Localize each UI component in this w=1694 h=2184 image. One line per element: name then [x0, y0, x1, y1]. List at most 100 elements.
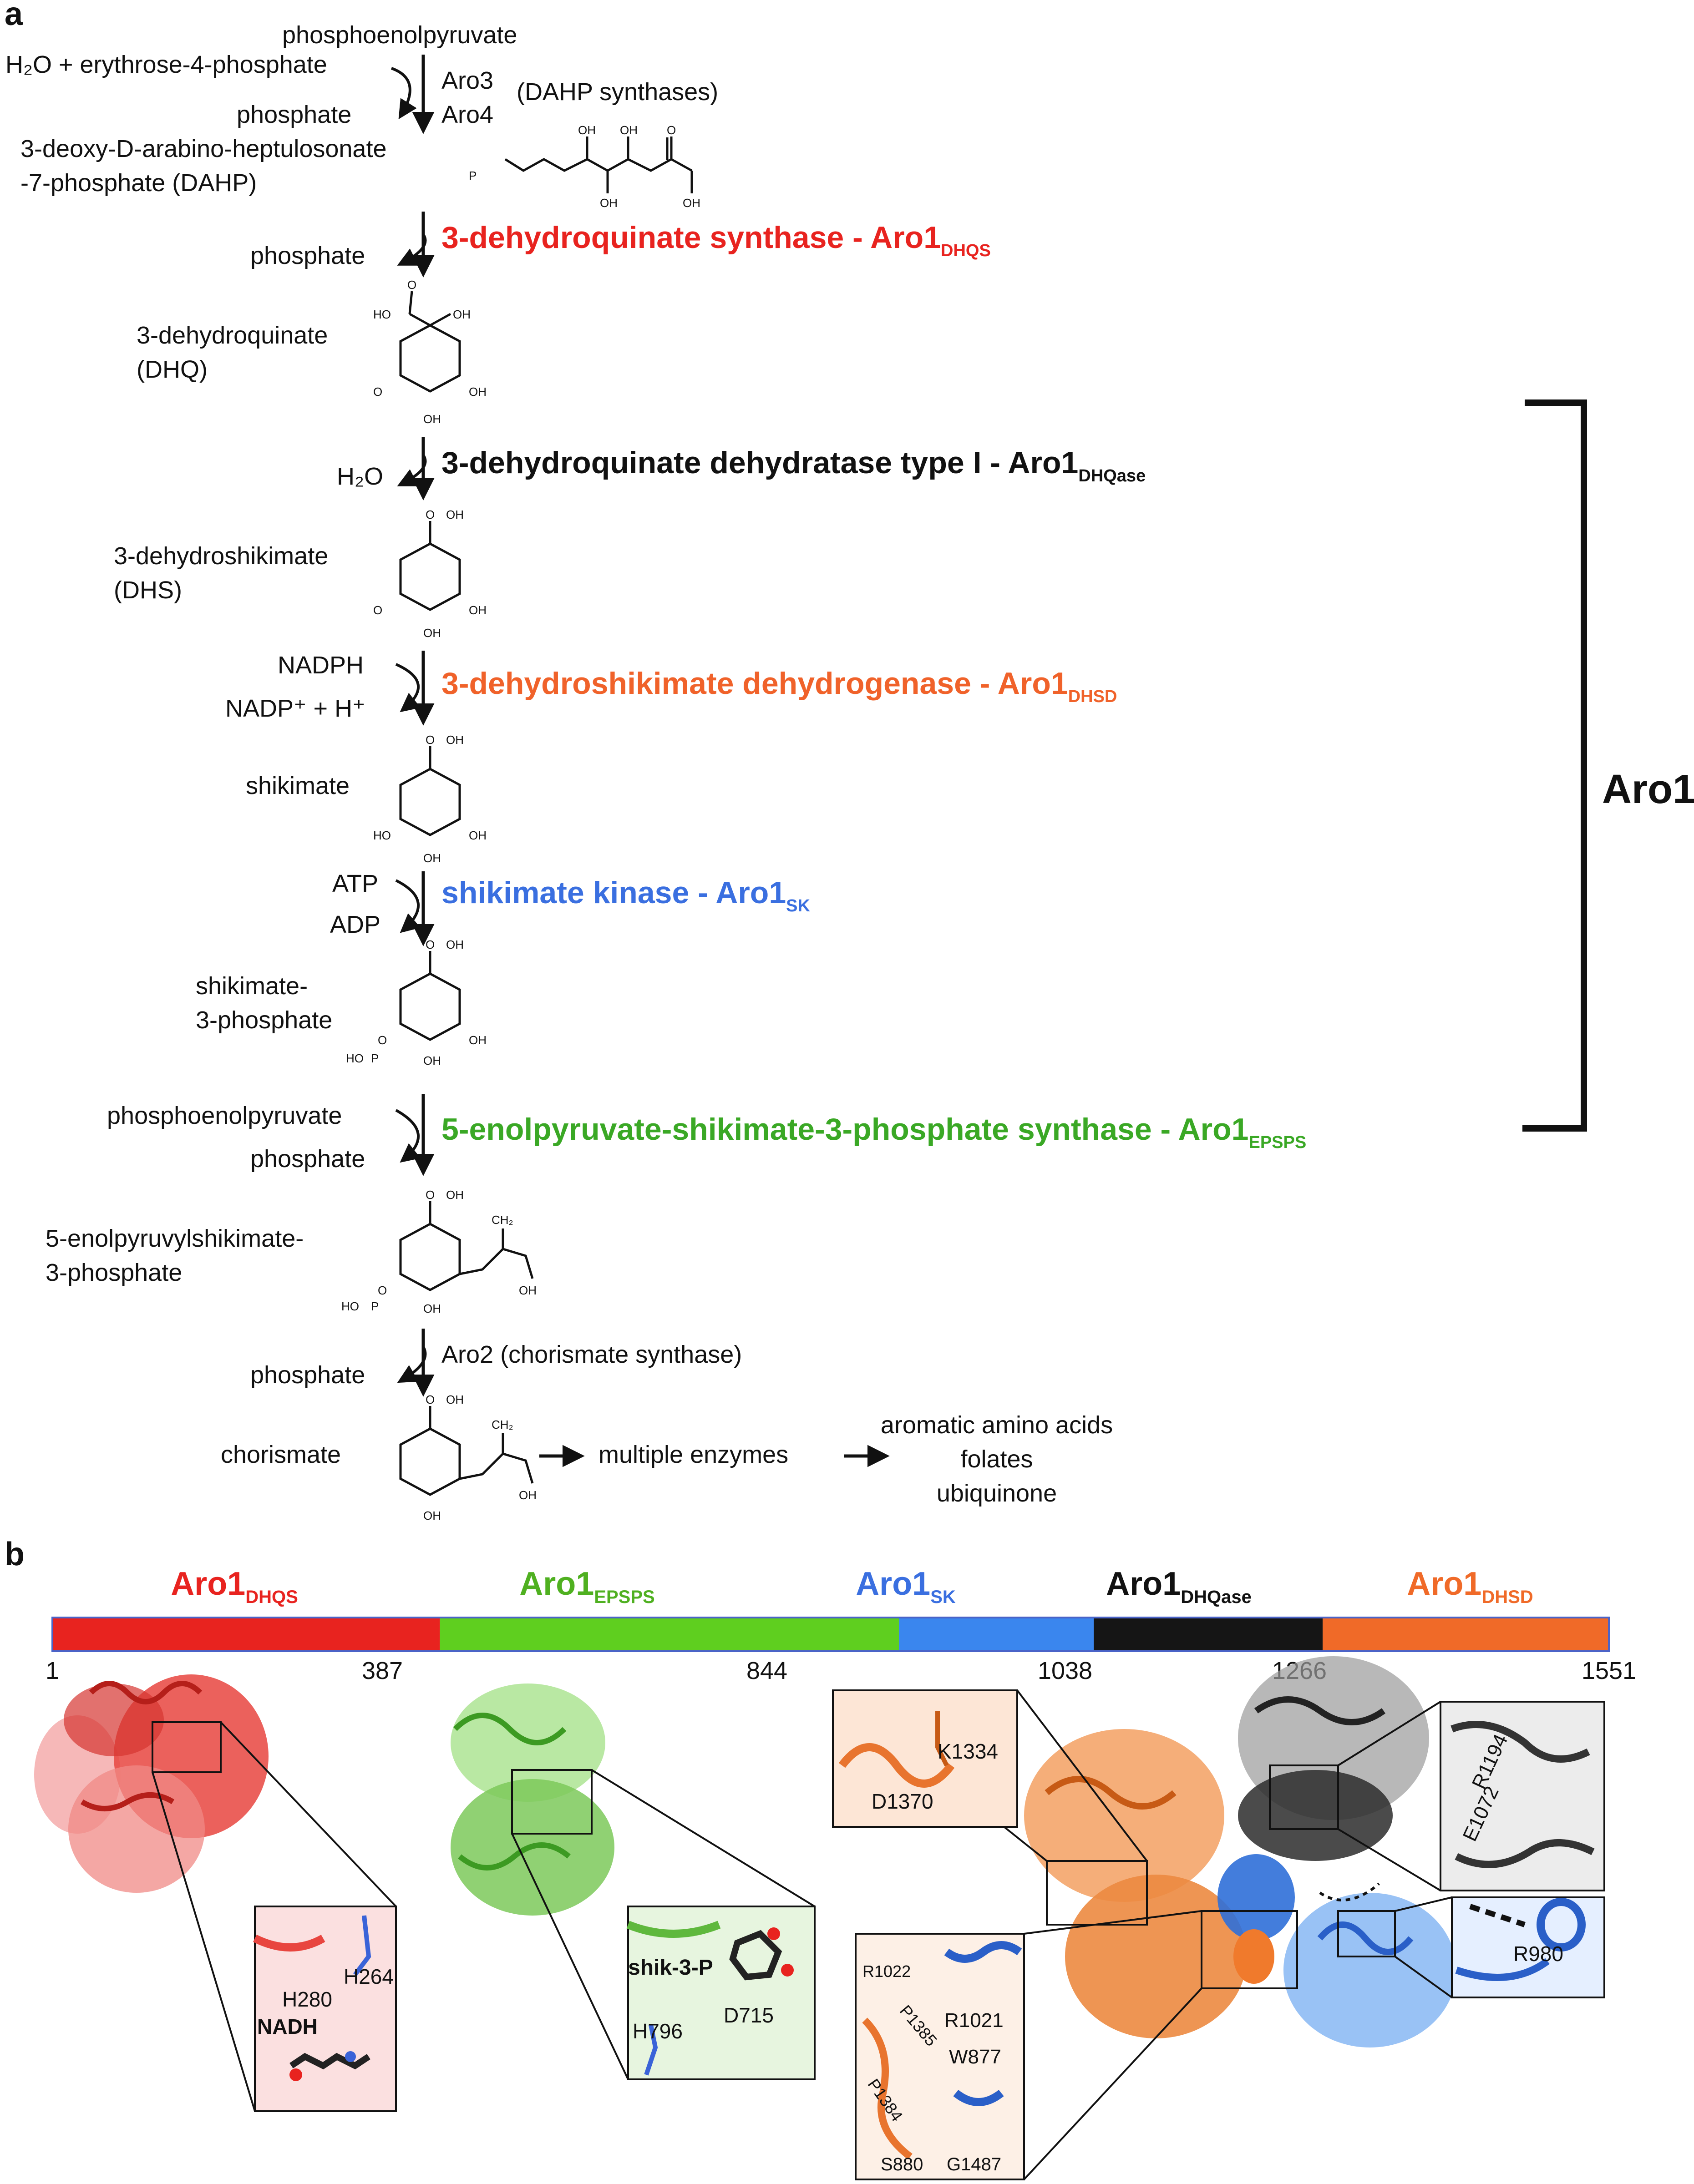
svg-text:HO: HO: [373, 829, 391, 842]
step-dhsd: NADPH NADP⁺ + H⁺ 3-dehydroshikimate dehy…: [225, 651, 1117, 726]
aro4-label: Aro4: [441, 101, 493, 128]
interface-residue-g1487: G1487: [947, 2154, 1001, 2174]
tick-844: 844: [746, 1657, 787, 1684]
svg-text:HO: HO: [346, 1052, 364, 1065]
svg-text:OH: OH: [446, 508, 464, 521]
dahp-curve-arrow: [391, 67, 417, 120]
svg-text:P: P: [371, 1052, 379, 1065]
tick-1: 1: [46, 1657, 59, 1684]
shikimate-compound: shikimate O OH HO OH OH: [246, 733, 487, 865]
domain-segment-dhqase: [1094, 1618, 1323, 1651]
svg-text:O: O: [426, 1393, 435, 1406]
product-aromatic-amino-acids: aromatic amino acids: [881, 1411, 1113, 1439]
pep-label: phosphoenolpyruvate: [282, 21, 517, 49]
sk-inset: R980: [1451, 1896, 1605, 1998]
dhq-ring: [399, 324, 461, 393]
epsps-inset: shik-3-P H796 D715: [626, 1906, 816, 2080]
sk-top-label: ATP: [332, 870, 378, 897]
svg-text:OH: OH: [423, 851, 441, 865]
aro1-bracket: Aro1: [1522, 399, 1694, 1132]
multiple-enzymes-label: multiple enzymes: [598, 1441, 788, 1468]
svg-text:OH: OH: [600, 196, 618, 210]
epsps-residue-d715: D715: [724, 2003, 774, 2027]
dhsd-inset: K1334 D1370: [832, 1689, 1018, 1828]
epsps-curve-arrow: [395, 1109, 421, 1163]
epsps-enzyme-label: 5-enolpyruvate-shikimate-3-phosphate syn…: [441, 1112, 1306, 1152]
dhsd-top-label: NADPH: [278, 652, 364, 679]
svg-text:OH: OH: [469, 385, 487, 399]
svg-text:O: O: [426, 1188, 435, 1202]
epsps-focus-box: [511, 1769, 593, 1835]
tick-387: 387: [362, 1657, 403, 1684]
svg-text:O: O: [426, 938, 435, 951]
dhqs-enzyme-label: 3-dehydroquinate synthase - Aro1DHQS: [441, 220, 991, 260]
dhqs-side-label: phosphate: [250, 242, 365, 269]
shikimate-name: shikimate: [246, 772, 350, 799]
dhqase-focus-box: [1269, 1764, 1339, 1830]
epsps-ligand-shik3p: shik-3-P: [628, 1956, 713, 1980]
svg-text:O: O: [378, 1284, 387, 1297]
svg-text:O: O: [407, 278, 416, 292]
dhqs-ligand-nadh: NADH: [257, 2015, 318, 2038]
dhqase-curve-arrow: [397, 454, 427, 486]
epsps-top-label: phosphoenolpyruvate: [107, 1102, 342, 1129]
chorismate-ring: [399, 1427, 461, 1496]
dhqs-inset-frame: [254, 1906, 397, 2112]
svg-text:OH: OH: [423, 412, 441, 426]
aro1-core-structure: [832, 1656, 1456, 2180]
dhqs-focus-box: [152, 1721, 222, 1773]
dhqase-enzyme-label: 3-dehydroquinate dehydratase type I - Ar…: [441, 445, 1146, 485]
aro2-enzyme-label: Aro2 (chorismate synthase): [441, 1341, 742, 1368]
svg-text:O: O: [378, 1033, 387, 1047]
dhq-name-1: 3-dehydroquinate: [137, 322, 328, 349]
domain-label-dhqase: Aro1DHQase: [1106, 1566, 1252, 1607]
domain-label-dhsd: Aro1DHSD: [1407, 1566, 1533, 1607]
panel-a-label: a: [5, 0, 23, 32]
svg-text:OH: OH: [446, 733, 464, 747]
dahp-substrate-label: H₂O + erythrose-4-phosphate: [5, 51, 327, 78]
dahp-structure: P OH OH OH O OH: [469, 123, 700, 210]
svg-text:OH: OH: [683, 196, 700, 210]
svg-text:P: P: [371, 1299, 379, 1313]
svg-text:P: P: [469, 169, 477, 182]
sk-enzyme-label: shikimate kinase - Aro1SK: [441, 875, 810, 915]
svg-text:OH: OH: [423, 626, 441, 640]
step-dhqase: H₂O 3-dehydroquinate dehydratase type I …: [337, 437, 1146, 500]
step-aro2: phosphate Aro2 (chorismate synthase): [250, 1329, 742, 1397]
domain-label-epsps: Aro1EPSPS: [519, 1566, 654, 1607]
interface-residue-w877: W877: [949, 2046, 1001, 2068]
dhs-name-2: (DHS): [114, 576, 182, 604]
dhqs-curve-arrow: [397, 233, 427, 266]
svg-text:OH: OH: [469, 603, 487, 617]
svg-text:CH₂: CH₂: [492, 1213, 513, 1227]
domain-label-dhqs: Aro1DHQS: [171, 1566, 298, 1607]
dahp-name-line1: 3-deoxy-D-arabino-heptulosonate: [20, 135, 387, 162]
svg-text:OH: OH: [469, 1033, 487, 1047]
dhsd-residue-k1334: K1334: [938, 1739, 998, 1763]
dhq-compound: 3-dehydroquinate (DHQ) HO O OH O OH OH: [137, 278, 487, 426]
domain-segment-epsps: [440, 1618, 899, 1651]
domain-label-sk: Aro1SK: [856, 1566, 956, 1607]
dhsd-inset-frame: [832, 1689, 1018, 1828]
svg-text:OH: OH: [578, 123, 596, 137]
interface-focus-box: [1201, 1910, 1298, 1989]
epsp-ring: [399, 1223, 461, 1291]
svg-text:O: O: [373, 385, 382, 399]
product-folates: folates: [960, 1446, 1033, 1473]
domain-bar: [52, 1618, 1609, 1651]
dahp-synthases-note: (DAHP synthases): [517, 78, 718, 106]
chorismate-name: chorismate: [221, 1441, 341, 1468]
product-ubiquinone: ubiquinone: [937, 1480, 1057, 1507]
dhqs-residue-h280: H280: [282, 1987, 332, 2011]
svg-text:OH: OH: [423, 1054, 441, 1067]
domain-bar-outline: [51, 1617, 1610, 1652]
epsp-name-2: 3-phosphate: [46, 1259, 182, 1286]
dhs-name-1: 3-dehydroshikimate: [114, 542, 328, 570]
dhqase-inset: R1194 E1072: [1440, 1701, 1605, 1891]
s3p-compound: shikimate- 3-phosphate O OH O HO P OH OH: [196, 938, 487, 1067]
sk-focus-box: [1337, 1910, 1396, 1957]
dhqs-structure: [34, 1674, 397, 2112]
svg-text:OH: OH: [453, 308, 471, 321]
aro1-bracket-label: Aro1: [1602, 767, 1694, 812]
